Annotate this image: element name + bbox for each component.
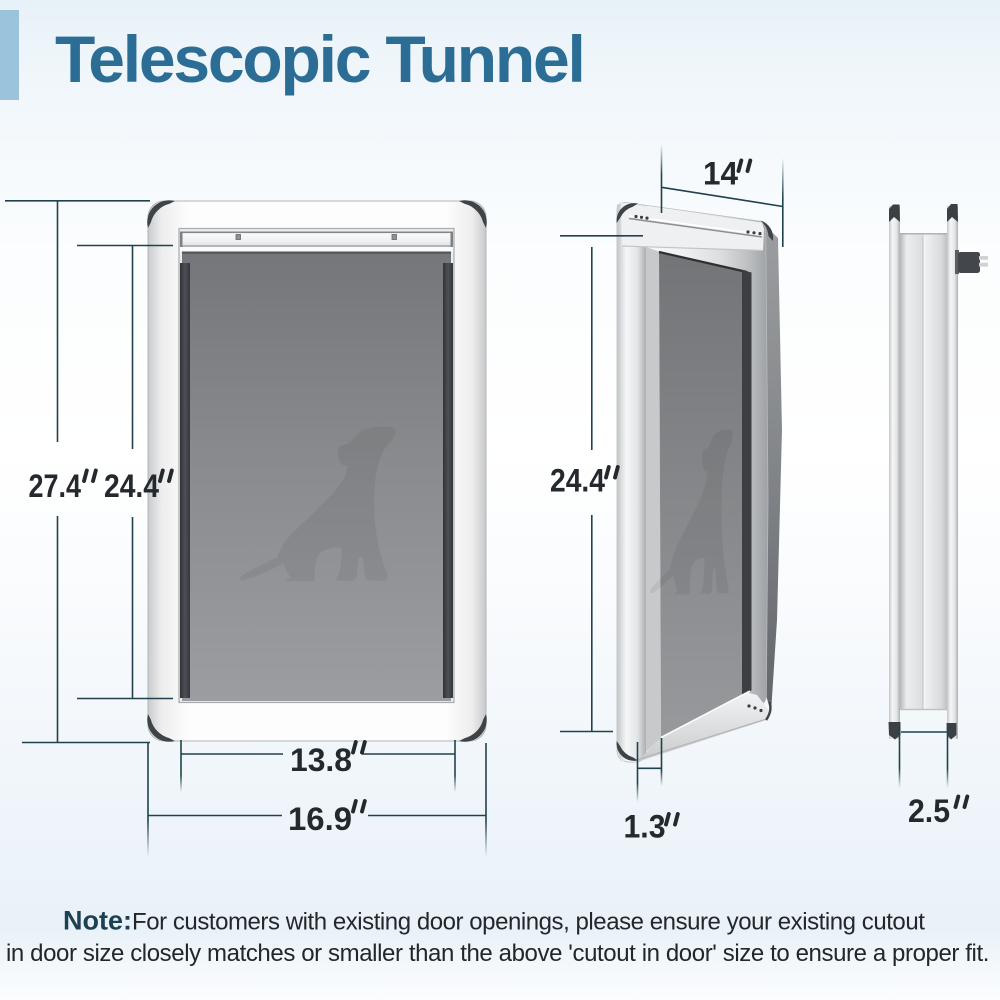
svg-text:in door size closely matches o: in door size closely matches or smaller … <box>6 940 989 967</box>
svg-text:2.5: 2.5 <box>908 793 950 829</box>
svg-text:13.8: 13.8 <box>290 742 352 778</box>
svg-text:Telescopic Tunnel: Telescopic Tunnel <box>55 22 584 96</box>
svg-text:24.4: 24.4 <box>104 468 159 504</box>
svg-text:14: 14 <box>703 156 738 192</box>
svg-text:Note:For customers with existi: Note:For customers with existing door op… <box>63 906 925 936</box>
svg-text:27.4: 27.4 <box>29 468 82 504</box>
svg-text:16.9: 16.9 <box>288 801 352 837</box>
svg-text:24.4: 24.4 <box>550 463 605 499</box>
svg-text:1.3: 1.3 <box>624 809 666 845</box>
